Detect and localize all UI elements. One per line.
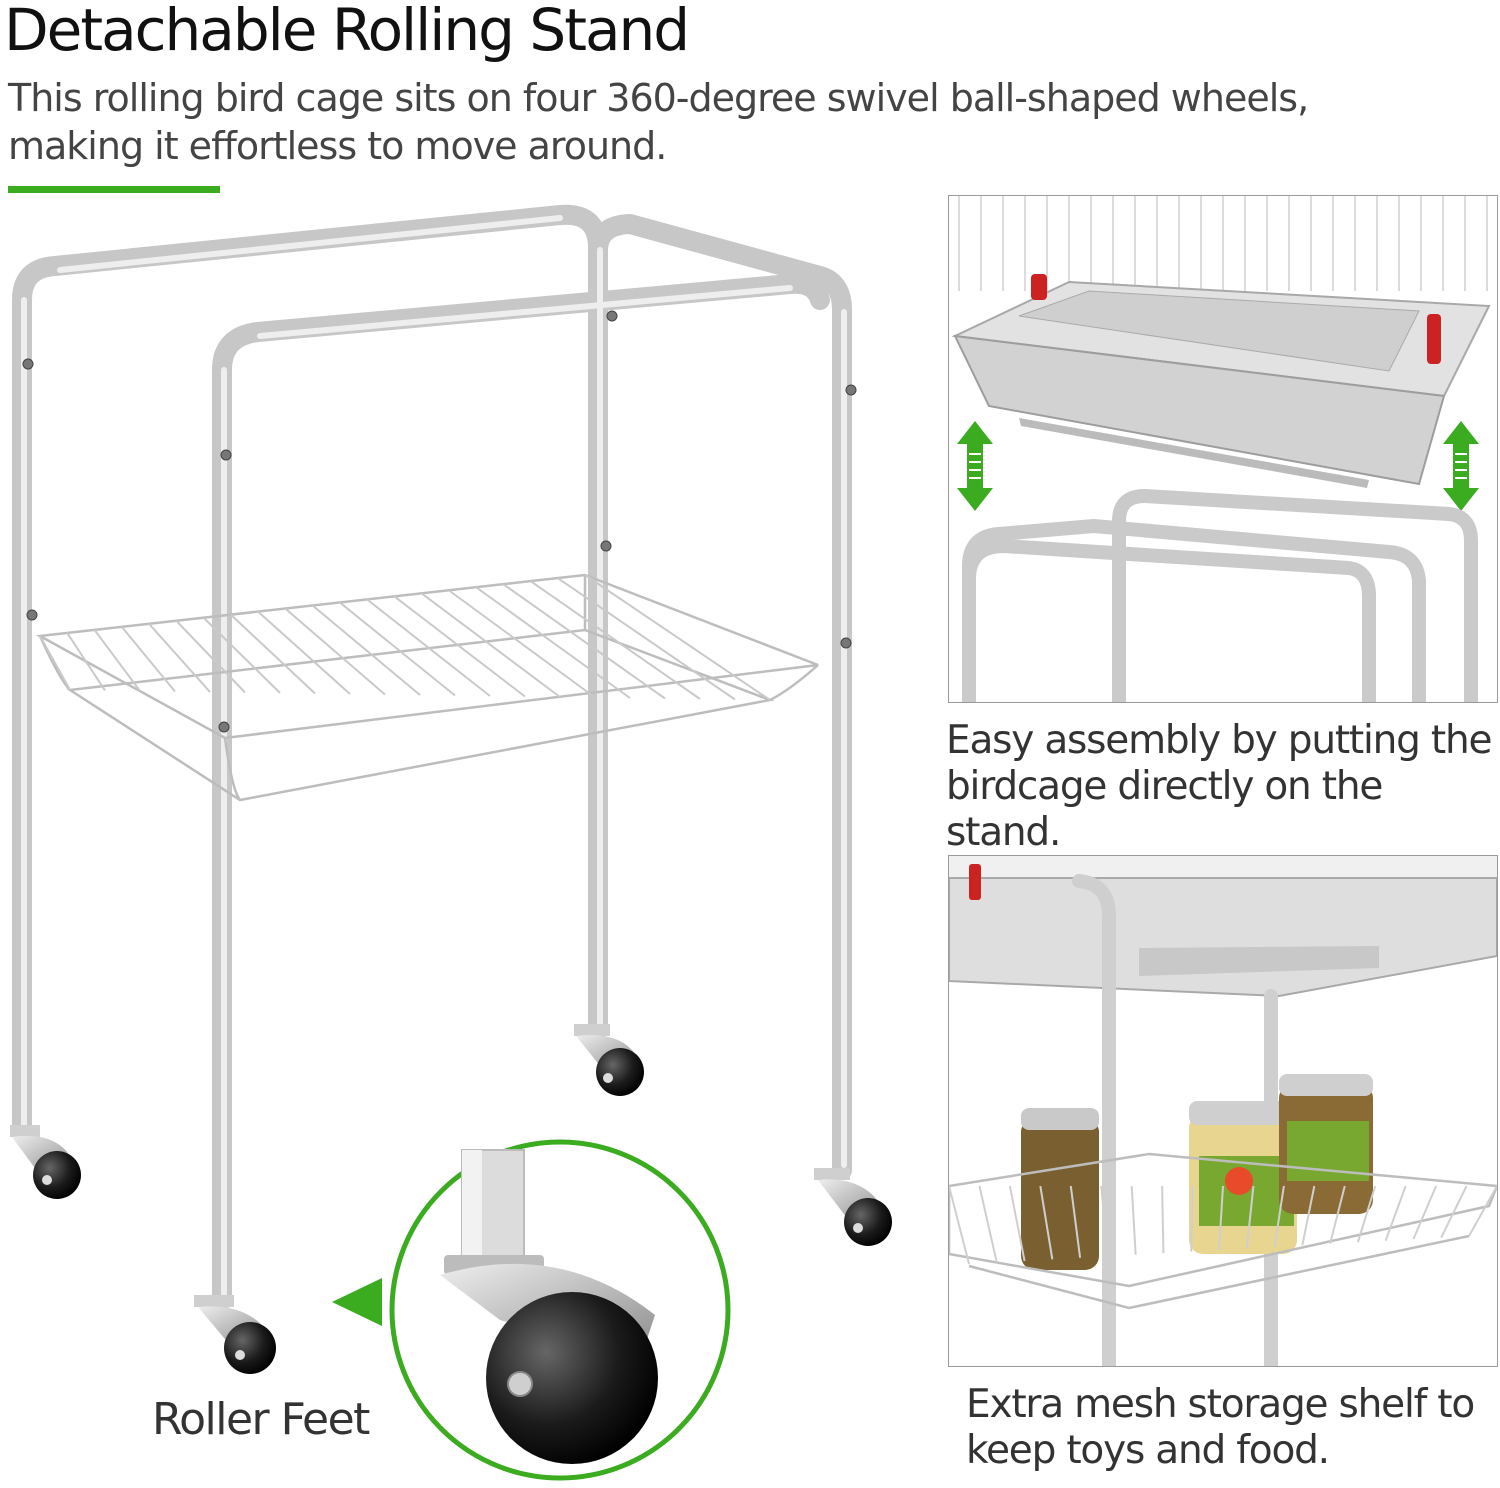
- roller-feet-zoom: [332, 1139, 731, 1481]
- page-subtitle: This rolling bird cage sits on four 360-…: [8, 76, 1309, 168]
- rolling-stand-image: [10, 204, 892, 1481]
- page-title: Detachable Rolling Stand: [4, 0, 690, 64]
- storage-panel: [948, 855, 1498, 1367]
- storage-image: [949, 856, 1497, 1366]
- assembly-panel: [948, 195, 1498, 703]
- assembly-image: [951, 196, 1491, 702]
- storage-caption: Extra mesh storage shelf to keep toys an…: [966, 1382, 1475, 1473]
- assembly-caption: Easy assembly by putting the birdcage di…: [946, 718, 1493, 855]
- accent-bar: [8, 186, 220, 193]
- caster-wheel: [10, 1125, 81, 1199]
- roller-feet-label: Roller Feet: [152, 1394, 370, 1445]
- food-jar: [1021, 1074, 1373, 1270]
